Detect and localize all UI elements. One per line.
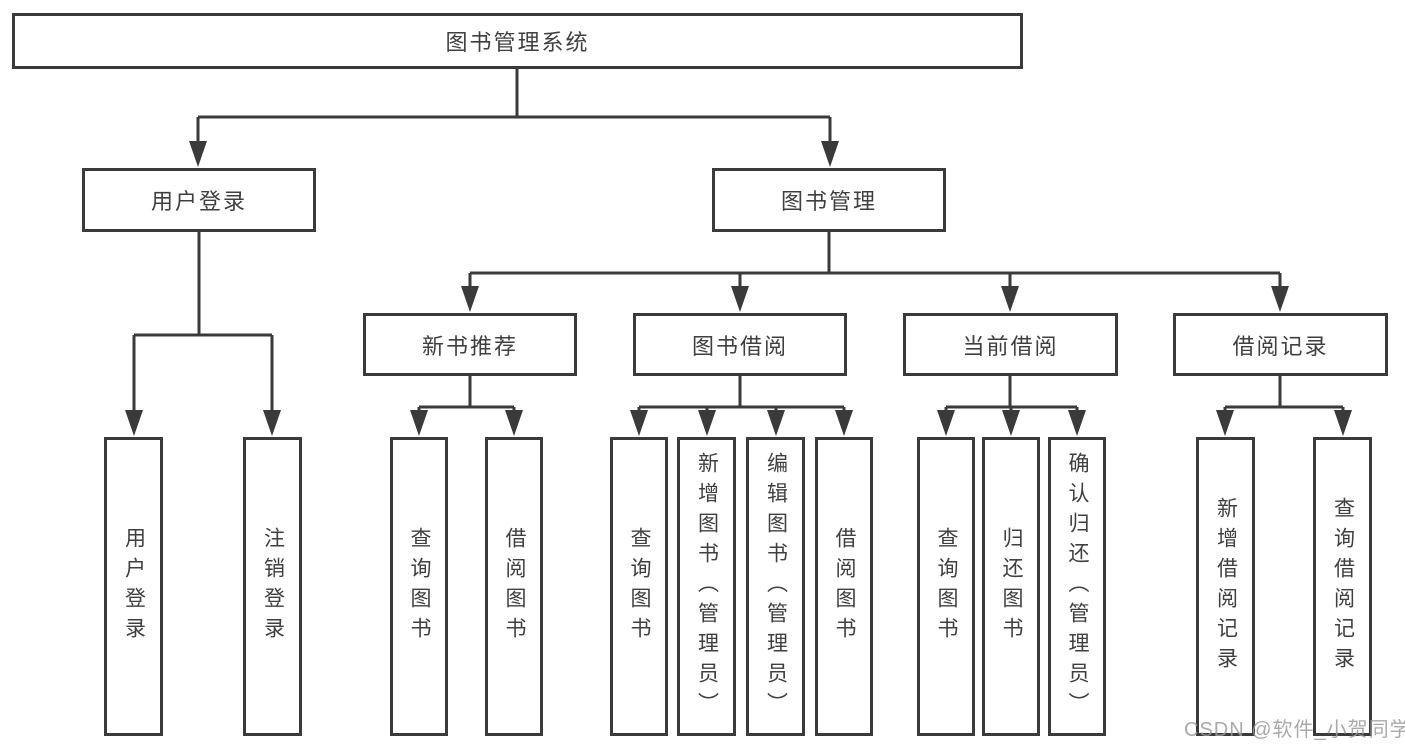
node-borrow-records: 借阅记录: [1173, 313, 1388, 376]
leaf-edit-book-admin: 编辑图书（管理员）: [746, 437, 805, 736]
leaf-confirm-return-admin: 确认归还（管理员）: [1048, 437, 1106, 736]
leaf-query-book-2: 查询图书: [610, 437, 668, 736]
leaf-add-borrow-record: 新增借阅记录: [1196, 437, 1255, 736]
leaf-query-borrow-record: 查询借阅记录: [1313, 437, 1372, 736]
leaf-return-book: 归还图书: [982, 437, 1040, 736]
leaf-add-book-admin: 新增图书（管理员）: [677, 437, 736, 736]
csdn-watermark: CSDN @软件_小贺同学: [1184, 719, 1405, 741]
node-new-book-recommend: 新书推荐: [363, 313, 577, 376]
leaf-borrow-book-1: 借阅图书: [485, 437, 543, 736]
node-current-borrow: 当前借阅: [903, 313, 1118, 376]
leaf-user-login: 用户登录: [104, 437, 163, 736]
leaf-query-book-1: 查询图书: [390, 437, 448, 736]
node-book-management: 图书管理: [712, 168, 946, 232]
leaf-logout: 注销登录: [243, 437, 302, 736]
node-book-borrow: 图书借阅: [633, 313, 847, 376]
node-root: 图书管理系统: [12, 13, 1023, 69]
leaf-borrow-book-2: 借阅图书: [815, 437, 873, 736]
node-user-login: 用户登录: [82, 168, 316, 232]
leaf-query-book-3: 查询图书: [917, 437, 975, 736]
